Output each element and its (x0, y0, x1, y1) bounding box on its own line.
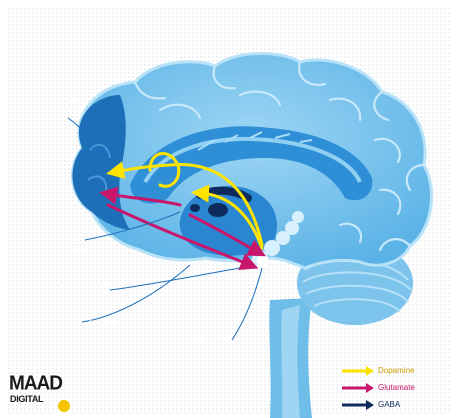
label-amygdale: Amygdale (88, 318, 121, 327)
label-cortex-line1: Cortex (30, 96, 82, 105)
legend-dopamine-label: Dopamine (378, 366, 414, 376)
logo-line2: DIGITAL (10, 394, 43, 404)
maad-digital-logo: MAAD DIGITAL (9, 374, 71, 414)
label-noyau-line2: Accumbens (40, 246, 96, 255)
legend-gaba-label: GABA (378, 400, 400, 410)
legend-glutamate-label: Glutamate (378, 383, 415, 393)
label-aire-tegmentale: Aire tegmentale ventrale (38, 280, 112, 298)
label-hippocampe: Hippocampe (189, 334, 231, 343)
label-aire-line1: Aire tegmentale (38, 280, 112, 289)
label-cortex-prefrontal: Cortex préfrontal (30, 96, 82, 114)
logo-line1: MAAD (9, 374, 62, 394)
label-cortex-line2: préfrontal (30, 105, 82, 114)
label-hippocampe-text: Hippocampe (189, 334, 231, 343)
label-amygdale-text: Amygdale (88, 318, 121, 327)
label-noyau-accumbens: Noyau Accumbens (40, 237, 96, 255)
label-noyau-line1: Noyau (40, 237, 96, 246)
label-aire-line2: ventrale (38, 289, 112, 298)
vta-dot (257, 255, 269, 267)
